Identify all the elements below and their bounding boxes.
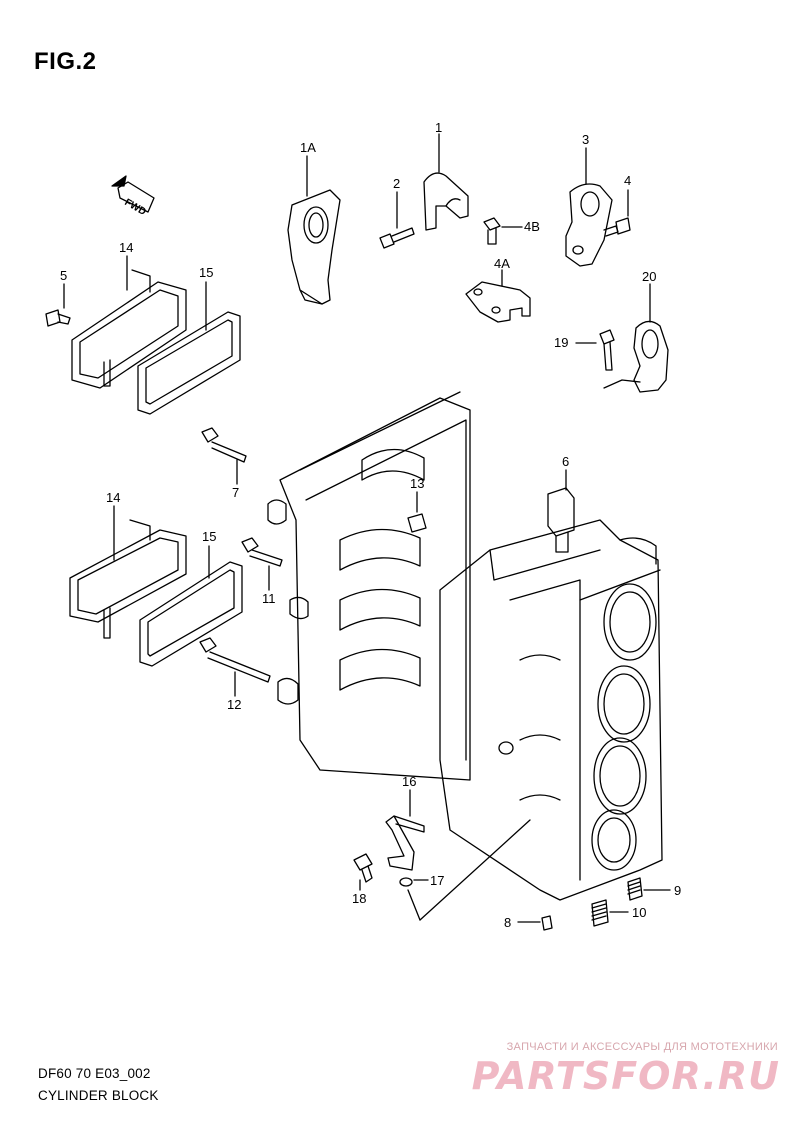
dowel-13 — [407, 513, 427, 533]
fwd-arrow-icon: FWD — [111, 175, 155, 218]
callout-2: 2 — [393, 176, 401, 191]
callout-19: 19 — [554, 335, 569, 350]
callout-12: 12 — [227, 697, 242, 712]
callout-4: 4 — [624, 173, 632, 188]
callout-15-lower: 15 — [202, 529, 217, 544]
bolt-11 — [241, 537, 283, 567]
bolt-2 — [379, 227, 415, 249]
bolt-4b — [483, 217, 501, 245]
callout-11: 11 — [262, 591, 276, 606]
diagram-code: DF60 70 E03_002 — [38, 1066, 151, 1081]
bolt-19 — [599, 329, 615, 371]
bolt-4 — [603, 217, 631, 237]
gasket-15-upper — [137, 311, 241, 415]
callout-8: 8 — [504, 915, 512, 930]
bolt-12 — [199, 637, 271, 683]
gasket-15-lower — [139, 561, 243, 667]
plug-9 — [627, 877, 643, 901]
o-ring-17 — [399, 877, 413, 887]
callout-14-lower: 14 — [106, 490, 121, 505]
callout-3: 3 — [582, 132, 590, 147]
callout-9: 9 — [674, 883, 682, 898]
callout-16: 16 — [402, 774, 417, 789]
callout-6: 6 — [562, 454, 570, 469]
bolt-18 — [353, 853, 373, 883]
callout-14-upper: 14 — [119, 240, 134, 255]
callout-7: 7 — [232, 485, 240, 500]
cover-14-upper — [71, 269, 187, 389]
crankcase-side — [267, 391, 471, 781]
plug-10 — [591, 899, 609, 927]
bolt-7 — [201, 427, 247, 463]
callout-10: 10 — [632, 905, 647, 920]
clip-1 — [423, 172, 469, 231]
callout-4a: 4A — [494, 256, 510, 271]
callout-17: 17 — [430, 873, 445, 888]
callout-5: 5 — [60, 268, 68, 283]
callout-20: 20 — [642, 269, 657, 284]
callout-18: 18 — [352, 891, 367, 906]
watermark-tagline: ЗАПЧАСТИ И АКСЕССУАРЫ ДЛЯ МОТОТЕХНИКИ — [506, 1041, 778, 1053]
callout-1: 1 — [435, 120, 443, 135]
bracket-1a — [287, 189, 341, 305]
watermark-logo: PARTSFOR.RU — [471, 1054, 780, 1098]
cylinder-block — [439, 519, 663, 901]
bracket-20 — [603, 320, 669, 393]
diagram-name: CYLINDER BLOCK — [38, 1088, 159, 1103]
bolt-5 — [45, 309, 71, 327]
callout-1a: 1A — [300, 140, 316, 155]
bracket-3 — [565, 183, 613, 267]
callout-4b: 4B — [524, 219, 540, 234]
callout-15-upper: 15 — [199, 265, 214, 280]
callout-13: 13 — [410, 476, 425, 491]
plate-4a — [465, 281, 531, 323]
pipe-16 — [385, 815, 425, 871]
sensor-6 — [547, 487, 575, 553]
dowel-8 — [541, 915, 553, 931]
cover-14-lower — [69, 519, 187, 639]
figure-title: FIG.2 — [34, 48, 97, 75]
